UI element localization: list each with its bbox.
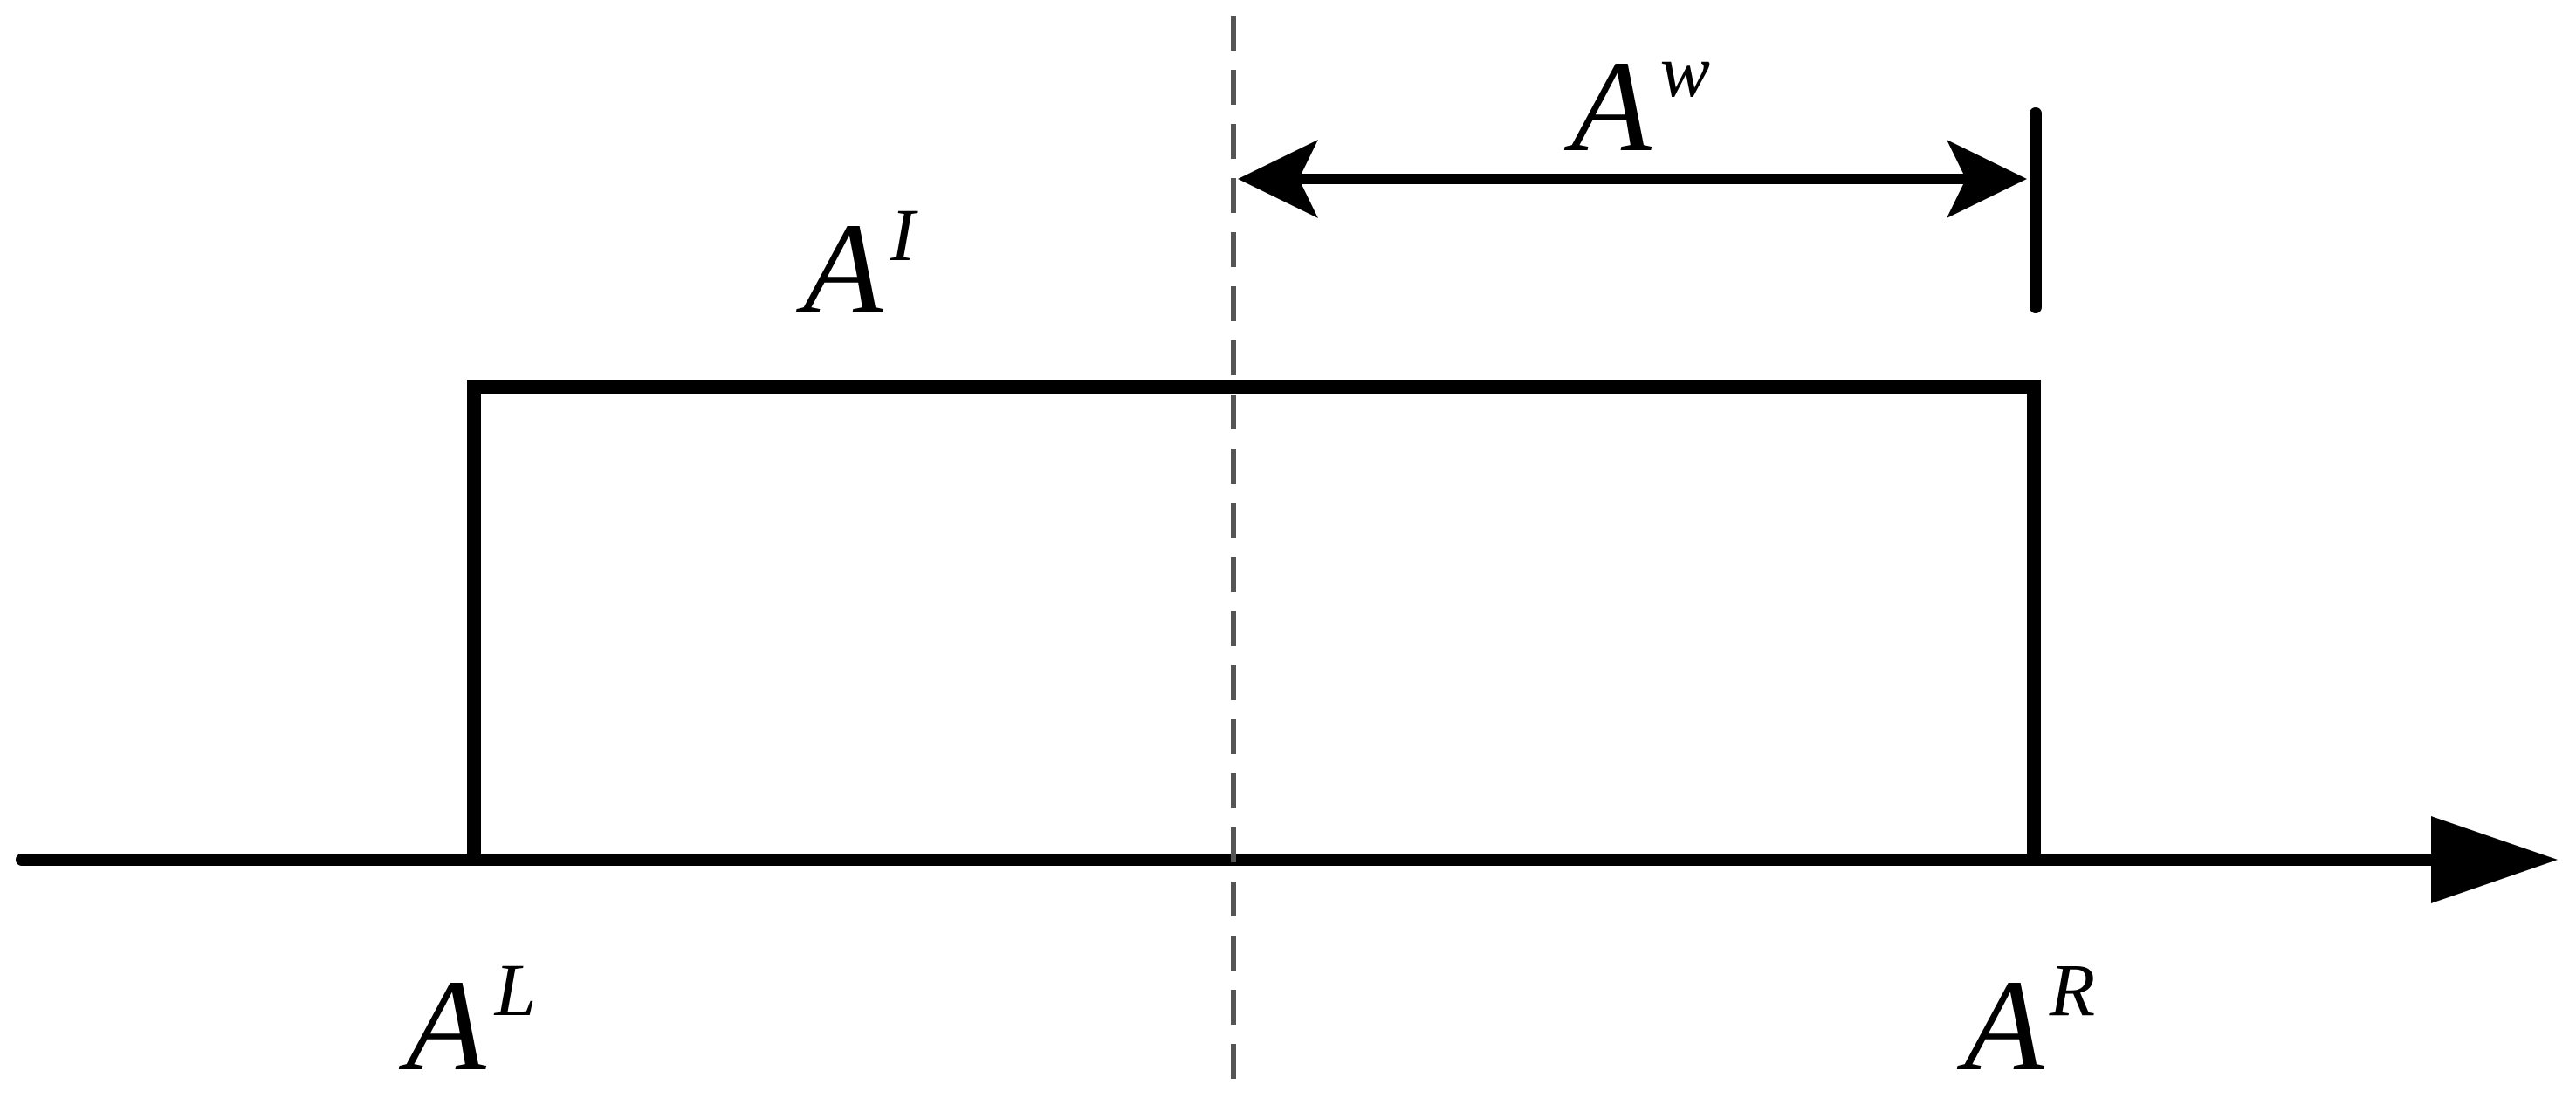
half-width-arrow-left-head-icon	[1238, 140, 1318, 218]
half-width-arrow-right-head-icon	[1947, 140, 2027, 218]
interval-rectangle	[467, 380, 2041, 860]
label-right-endpoint: AR	[1956, 948, 2095, 1098]
label-interval: AI	[795, 193, 918, 341]
axis-arrowhead-icon	[2431, 816, 2558, 903]
